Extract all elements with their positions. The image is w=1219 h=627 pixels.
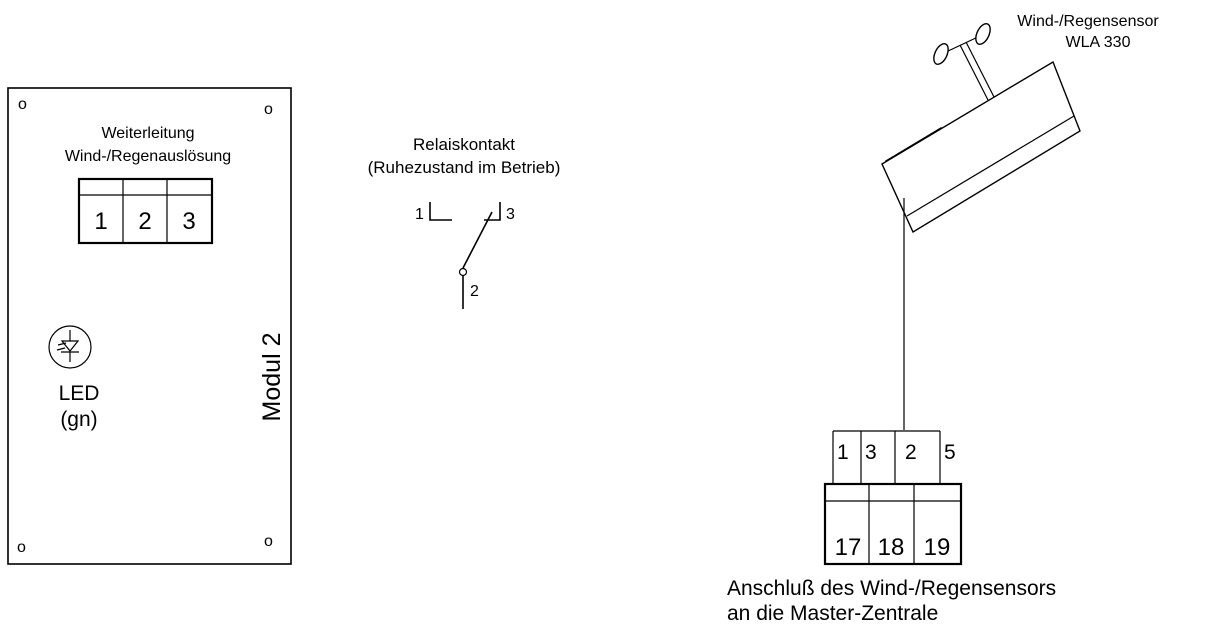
- relay-pin-3: 3: [506, 206, 515, 223]
- wire-number-1: 1: [837, 441, 849, 464]
- module-terminal-1: 1: [94, 208, 107, 235]
- module-terminal-title-line1: Weiterleitung: [101, 125, 194, 142]
- module-outline: [7, 87, 292, 565]
- module-terminal-block: 1 2 3: [77, 177, 214, 245]
- module-terminal-3: 3: [182, 208, 195, 235]
- anemometer-icon: [933, 23, 995, 101]
- master-terminal-17: 17: [835, 534, 862, 561]
- sensor-title-line1: Wind-/Regensensor: [1017, 13, 1159, 30]
- sensor-caption-line1: Anschluß des Wind-/Regensensors: [727, 577, 1056, 600]
- master-terminal-block: 17 18 19: [823, 482, 963, 566]
- relay-title-line2: (Ruhezustand im Betrieb): [368, 158, 561, 177]
- led-icon: [48, 325, 92, 369]
- relay-pin-1: 1: [415, 206, 424, 223]
- master-terminal-19: 19: [924, 534, 951, 561]
- module-name: Modul 2: [258, 333, 286, 422]
- wire-number-2: 2: [905, 441, 917, 464]
- relay-pin-2: 2: [470, 283, 479, 300]
- relay-contact: Relaiskontakt (Ruhezustand im Betrieb) 1…: [368, 135, 561, 309]
- sensor-caption-line2: an die Master-Zentrale: [727, 602, 938, 625]
- corner-hole-top-right: o: [264, 101, 273, 118]
- module-terminal-title-line2: Wind-/Regenauslösung: [65, 148, 231, 165]
- module-panel: o o o o Weiterleitung Wind-/Regenauslösu…: [7, 87, 292, 565]
- module-terminal-2: 2: [138, 208, 151, 235]
- led-color-label: (gn): [60, 408, 97, 431]
- corner-hole-bottom-left: o: [17, 539, 26, 556]
- wire-number-3: 3: [865, 441, 877, 464]
- sensor-housing: [881, 60, 1081, 234]
- relay-title-line1: Relaiskontakt: [413, 135, 515, 154]
- sensor-title-line2: WLA 330: [1066, 34, 1131, 51]
- corner-hole-top-left: o: [18, 96, 27, 113]
- relay-switch-arm: [462, 211, 493, 269]
- sensor-wire-strips: 1 3 2 5: [832, 430, 956, 483]
- led-label: LED: [59, 382, 100, 405]
- master-terminal-18: 18: [878, 534, 905, 561]
- corner-hole-bottom-right: o: [264, 533, 273, 550]
- wire-number-5: 5: [944, 441, 956, 464]
- wind-rain-sensor: Wind-/Regensensor WLA 330 1 3 2: [727, 13, 1159, 625]
